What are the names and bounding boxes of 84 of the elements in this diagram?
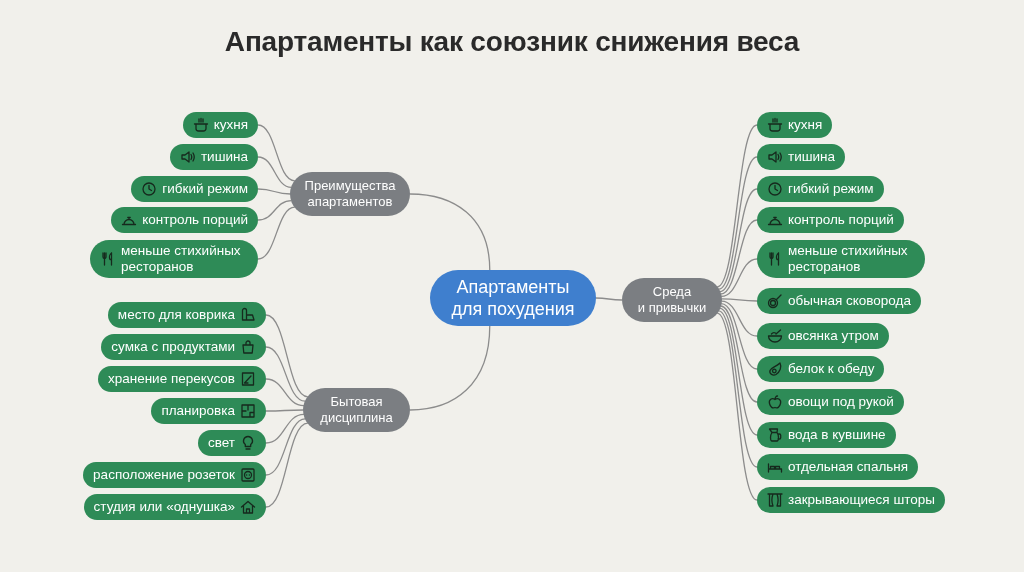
topic-pill — [131, 176, 258, 202]
pill-label: контроль порций — [142, 212, 248, 228]
connector-line — [257, 206, 296, 260]
connector-line — [265, 409, 305, 412]
connector-line — [257, 156, 293, 189]
pill-label: свет — [208, 435, 235, 451]
connector-line — [716, 124, 758, 288]
pill-label: контроль порций — [788, 212, 894, 228]
pill-label: обычная сковорода — [788, 293, 911, 309]
pill-label: гибкий режим — [162, 181, 248, 197]
topic-pill — [90, 240, 258, 278]
topic-pill — [757, 422, 896, 448]
connector-line — [720, 300, 758, 337]
topic-pill — [83, 462, 266, 488]
topic-pill — [757, 323, 889, 349]
topic-pill — [97, 366, 266, 392]
pill-label: Апартаменты для похудения — [450, 276, 576, 320]
connector-line — [720, 219, 758, 295]
connector-line — [716, 312, 758, 501]
pill-label: гибкий режим — [788, 181, 874, 197]
topic-pill — [169, 144, 258, 170]
topic-pill — [757, 356, 885, 382]
topic-pill — [757, 288, 921, 314]
connector-line — [720, 305, 758, 403]
pill-label: Преимущества апартаментов — [303, 178, 397, 210]
pill-label: закрывающиеся шторы — [788, 492, 936, 508]
connector-line — [257, 124, 296, 182]
connector-line — [409, 325, 491, 411]
pill-label: меньше стихийных ресторанов — [788, 243, 909, 275]
pill-label: планировка — [161, 403, 235, 419]
topic-pill — [757, 454, 919, 480]
connector-line — [409, 193, 491, 271]
connector-line — [265, 422, 309, 508]
topic-pill — [757, 112, 833, 138]
pill-label: овощи под рукой — [788, 394, 894, 410]
pill-label: сумка с продуктами — [111, 339, 235, 355]
pill-label: расположение розеток — [93, 467, 235, 483]
connector-line — [594, 297, 623, 301]
pill-label: тишина — [788, 149, 836, 165]
pill-label: меньше стихийных ресторанов — [121, 243, 242, 275]
topic-pill — [757, 176, 884, 202]
pill-label: Бытовая дисциплина — [319, 394, 394, 426]
topic-pill — [757, 240, 925, 278]
category-pill — [622, 278, 722, 322]
topic-pill — [151, 398, 266, 424]
topic-pill — [757, 207, 904, 233]
pill-label: белок к обеду — [788, 361, 875, 377]
pill-label: хранение перекусов — [107, 371, 235, 387]
topic-pill — [757, 144, 846, 170]
topic-pill — [111, 207, 258, 233]
pill-label: Среда и привычки — [637, 284, 707, 316]
topic-pill — [107, 302, 266, 328]
connector-line — [719, 188, 758, 293]
connector-line — [719, 307, 758, 436]
pill-label: студия или «однушка» — [93, 499, 235, 515]
pill-label: тишина — [200, 149, 248, 165]
connector-line — [257, 188, 292, 195]
connector-line — [718, 310, 758, 468]
topic-pill — [757, 389, 904, 415]
connector-line — [720, 298, 758, 302]
topic-pill — [83, 494, 266, 520]
diagram-title: Апартаменты как союзник снижения веса — [224, 26, 800, 58]
connector-line — [265, 346, 306, 402]
central-topic-pill — [430, 270, 596, 326]
connector-line — [265, 418, 306, 476]
connector-line — [257, 199, 293, 221]
pill-label: кухня — [213, 117, 248, 133]
category-pill — [303, 388, 410, 432]
topic-pill — [198, 430, 266, 456]
connector-line — [265, 378, 305, 407]
topic-pill — [182, 112, 258, 138]
pill-label: овсянка утром — [788, 328, 879, 344]
pill-label: отдельная спальня — [788, 459, 909, 475]
category-pill — [290, 172, 410, 216]
pill-label: место для коврика — [117, 307, 235, 323]
connector-line — [720, 258, 758, 298]
connector-line — [265, 314, 309, 398]
pill-label: кухня — [788, 117, 823, 133]
topic-pill — [101, 334, 266, 360]
connector-line — [720, 302, 758, 370]
connector-line — [265, 413, 305, 444]
topic-pill — [757, 487, 946, 513]
pill-label: вода в кувшине — [788, 427, 886, 443]
connector-line — [718, 156, 758, 290]
